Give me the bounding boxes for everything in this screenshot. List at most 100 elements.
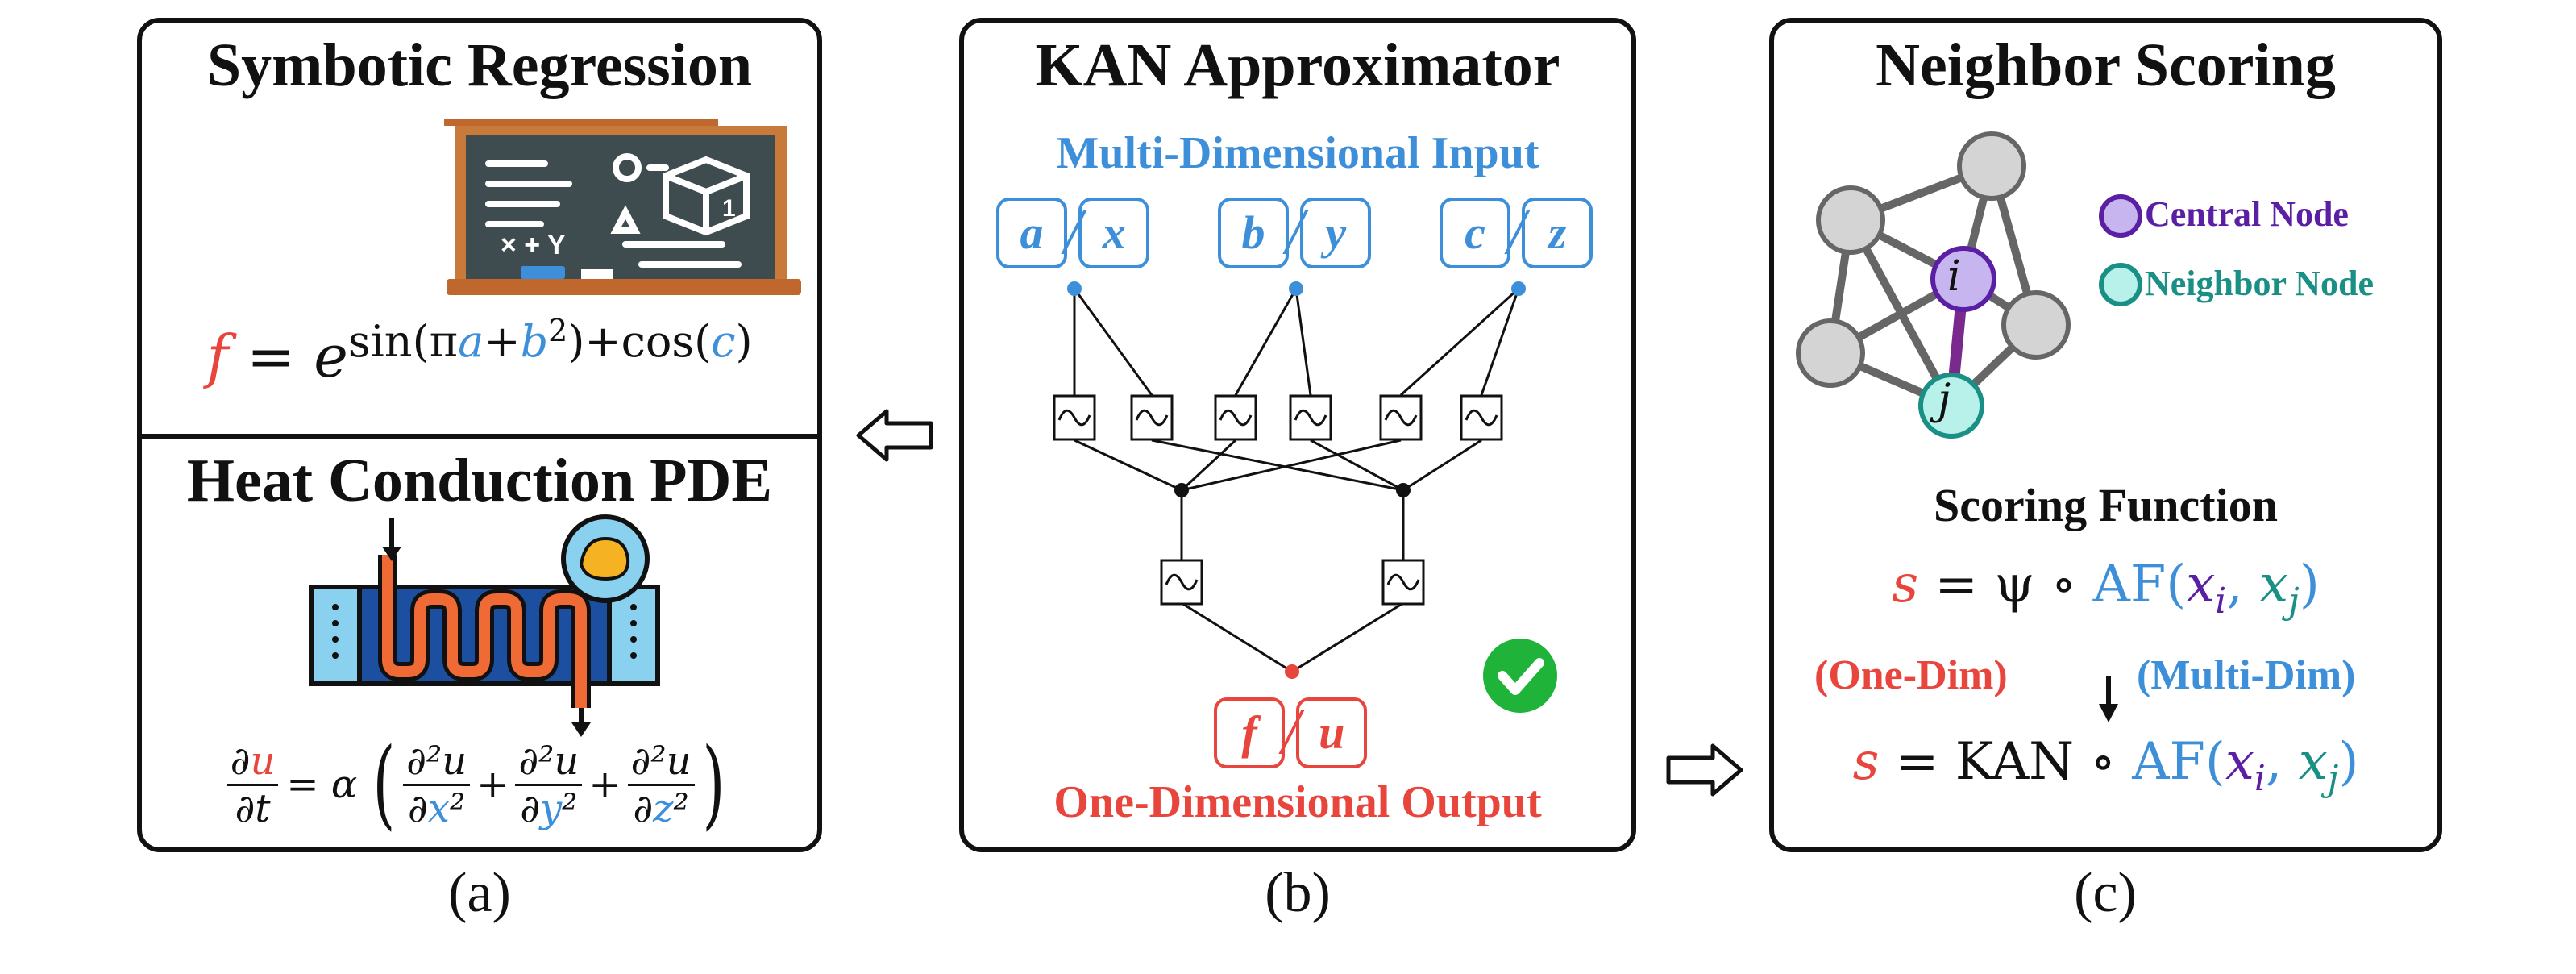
exp-cos: )+cos( — [567, 316, 712, 367]
scoring-equation-1: s = ψ ∘ AF(xi, xj) — [1774, 555, 2437, 622]
panel-neighbor-scoring: Neighbor Scoring i j Central Node Neighb… — [1769, 18, 2442, 852]
node-j-label: j — [1938, 376, 1951, 424]
input-box-y: y — [1300, 197, 1372, 268]
eq2-close: ) — [2338, 732, 2359, 792]
slash: / — [1282, 697, 1300, 768]
input-box-c: c — [1440, 197, 1510, 268]
exp-c: c — [711, 316, 736, 367]
caption-c: (c) — [2074, 862, 2137, 924]
formula-exponent: sin(πa+b2)+cos(c) — [347, 313, 753, 367]
panel-a-title: Symbotic Regression — [206, 31, 753, 99]
pde-term-x: ∂²u ∂x² — [403, 739, 471, 831]
eq1-xj-x: x — [2259, 555, 2289, 614]
graph-node — [1796, 318, 1865, 388]
caption-a: (a) — [448, 862, 511, 924]
scoring-equation-2: s = KAN ∘ AF(xi, xj) — [1774, 732, 2437, 799]
regression-formula: f = esin(πa+b2)+cos(c) — [142, 313, 817, 390]
exp-square: 2 — [548, 313, 568, 348]
eq1-comma: , — [2226, 555, 2260, 614]
activation-icon — [1289, 394, 1332, 441]
panel-b-title: KAN Approximator — [1035, 31, 1560, 99]
left-arrow-icon — [856, 409, 933, 462]
right-arrow-icon — [1666, 743, 1743, 797]
eq1-close: ) — [2299, 555, 2320, 614]
legend-neighbor-label: Neighbor Node — [2145, 264, 2374, 303]
eq2-xj: xj — [2299, 732, 2339, 799]
panel-c-title: Neighbor Scoring — [1876, 31, 2336, 99]
exp-close: ) — [735, 316, 753, 367]
scoring-function-title: Scoring Function — [1934, 479, 2278, 531]
pde-term-y-sq: ² — [562, 785, 578, 831]
eq1-s: s — [1892, 555, 1919, 614]
input-box-b: b — [1218, 197, 1289, 268]
activation-icon — [1381, 559, 1425, 606]
output-box-f: f — [1214, 697, 1285, 768]
pde-term-z-sq: ² — [673, 785, 689, 831]
eq1-xi-x: x — [2186, 555, 2216, 614]
activation-functions — [1053, 394, 1503, 606]
input-box-a: a — [996, 197, 1067, 268]
output-node — [1285, 664, 1299, 679]
pde-plus-1: + — [476, 762, 509, 807]
activation-icon — [1460, 394, 1503, 441]
down-arrow-icon — [2099, 704, 2118, 722]
eq1-xi-sub: i — [2215, 580, 2227, 622]
multi-dim-label: (Multi-Dim) — [2137, 652, 2356, 698]
eq1-xj-sub: j — [2288, 580, 2300, 622]
eq2-af: AF( — [2132, 732, 2225, 792]
central-node — [1930, 246, 1996, 312]
slash: / — [1286, 197, 1304, 268]
kan-network — [1053, 281, 1557, 713]
pde-open-paren: ( — [372, 728, 396, 840]
eq2-comma: , — [2266, 732, 2299, 792]
pde-term-x-d: ∂ — [408, 785, 428, 831]
input-pair-1: a / x — [996, 196, 1150, 269]
pde-alpha: = α — [286, 762, 358, 807]
legend-neighbor-icon — [2099, 263, 2142, 306]
eq1-psi: = ψ ∘ — [1934, 555, 2093, 614]
exp-b: b — [520, 316, 549, 367]
hidden-node — [1174, 483, 1189, 497]
pde-term-x-sq: ² — [449, 785, 466, 831]
activation-icon — [1379, 394, 1423, 441]
eq1-af: AF( — [2092, 555, 2187, 614]
output-label: One-Dimensional Output — [1053, 777, 1542, 827]
activation-icon — [1214, 394, 1257, 441]
svg-text:1: 1 — [722, 195, 736, 222]
output-pair: f / u — [1214, 696, 1368, 769]
pde-term-z-var: z — [653, 785, 674, 831]
pde-term-z-d: ∂ — [633, 785, 654, 831]
input-box-x: x — [1078, 197, 1150, 268]
pde-lhs: ∂u ∂t — [226, 739, 279, 831]
pde-plus-2: + — [588, 762, 621, 807]
graph-node — [1816, 185, 1885, 255]
pde-lhs-den: ∂t — [235, 785, 271, 831]
input-pair-3: c / z — [1440, 196, 1593, 269]
eq2-kan: = KAN ∘ — [1895, 732, 2133, 792]
pde-term-x-var: x — [427, 785, 450, 831]
neighbor-node — [1918, 373, 1984, 439]
exp-plus: + — [484, 316, 521, 367]
heat-equation: ∂u ∂t = α ( ∂²u ∂x² + ∂²u ∂y² + ∂²u ∂z² … — [142, 736, 817, 833]
heat-pipe-icon — [309, 514, 660, 737]
svg-text:× + Y: × + Y — [501, 230, 566, 260]
input-box-z: z — [1522, 197, 1593, 268]
eq1-xi: xi — [2186, 555, 2226, 622]
graph-diagram — [1796, 131, 2142, 722]
pde-term-z: ∂²u ∂z² — [627, 739, 695, 831]
pde-term-x-num: ∂²u — [403, 739, 471, 786]
formula-e: e — [314, 323, 348, 390]
pde-close-paren: ) — [701, 728, 725, 840]
input-pair-2: b / y — [1218, 196, 1372, 269]
slash: / — [1507, 197, 1526, 268]
eq1-xj: xj — [2259, 555, 2300, 622]
caption-b: (b) — [1265, 862, 1331, 924]
eq2-xi: xi — [2225, 732, 2266, 799]
eq2-xi-x: x — [2225, 732, 2254, 792]
legend-central-icon — [2099, 194, 2142, 238]
hidden-node — [1396, 483, 1411, 497]
formula-equals: = — [246, 323, 296, 390]
panel-a-subtitle: Heat Conduction PDE — [186, 447, 773, 514]
exp-sin: sin(π — [347, 316, 459, 367]
